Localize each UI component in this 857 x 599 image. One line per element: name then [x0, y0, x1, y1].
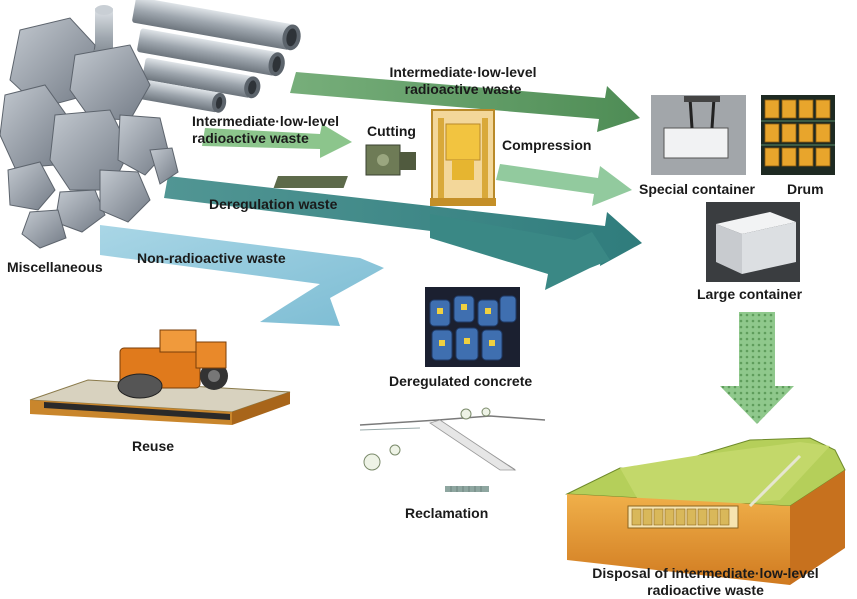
label-cutting: Cutting	[367, 123, 416, 139]
label-deregulated-concrete: Deregulated concrete	[389, 373, 533, 389]
label-ilw-top: Intermediate·low-level radioactive waste	[378, 64, 548, 98]
label-deregulation-waste: Deregulation waste	[209, 196, 338, 212]
road-roller-illustration	[29, 329, 291, 425]
label-disposal-line2: radioactive waste	[647, 582, 764, 598]
special-container-photo	[651, 95, 746, 175]
label-disposal: Disposal of intermediate·low-level radio…	[578, 565, 833, 599]
arrow-ilw-top	[290, 72, 640, 132]
arrow-to-disposal	[720, 312, 794, 424]
arrow-deregulation	[164, 176, 642, 290]
arrow-non-radioactive	[100, 225, 384, 326]
cutting-machine-illustration	[273, 144, 416, 188]
label-ilw-top-line2: radioactive waste	[404, 81, 522, 97]
label-compression: Compression	[502, 137, 592, 153]
label-ilw-top-line1: Intermediate·low-level	[389, 64, 537, 80]
large-container-photo	[706, 202, 800, 282]
compression-press-illustration	[430, 109, 496, 206]
disposal-facility-illustration	[565, 437, 846, 585]
arrow-ilw-to-cutting	[202, 124, 352, 158]
label-non-radioactive-waste: Non-radioactive waste	[137, 250, 286, 266]
label-miscellaneous: Miscellaneous	[7, 259, 103, 275]
label-large-container: Large container	[697, 286, 803, 302]
reclamation-illustration	[359, 407, 546, 492]
label-reclamation: Reclamation	[405, 505, 489, 521]
label-special-container: Special container	[639, 181, 755, 197]
label-ilw-mid-line2: radioactive waste	[192, 130, 309, 146]
drum-photo	[761, 95, 835, 175]
label-reuse: Reuse	[132, 438, 175, 454]
label-ilw-mid-line1: Intermediate·low-level	[192, 113, 340, 129]
label-drum: Drum	[787, 181, 824, 197]
label-ilw-mid: Intermediate·low-level radioactive waste	[192, 113, 339, 147]
debris-pile-illustration	[0, 17, 179, 249]
label-disposal-line1: Disposal of intermediate·low-level	[592, 565, 819, 581]
deregulated-concrete-photo	[425, 287, 520, 367]
arrow-compression	[496, 164, 632, 206]
